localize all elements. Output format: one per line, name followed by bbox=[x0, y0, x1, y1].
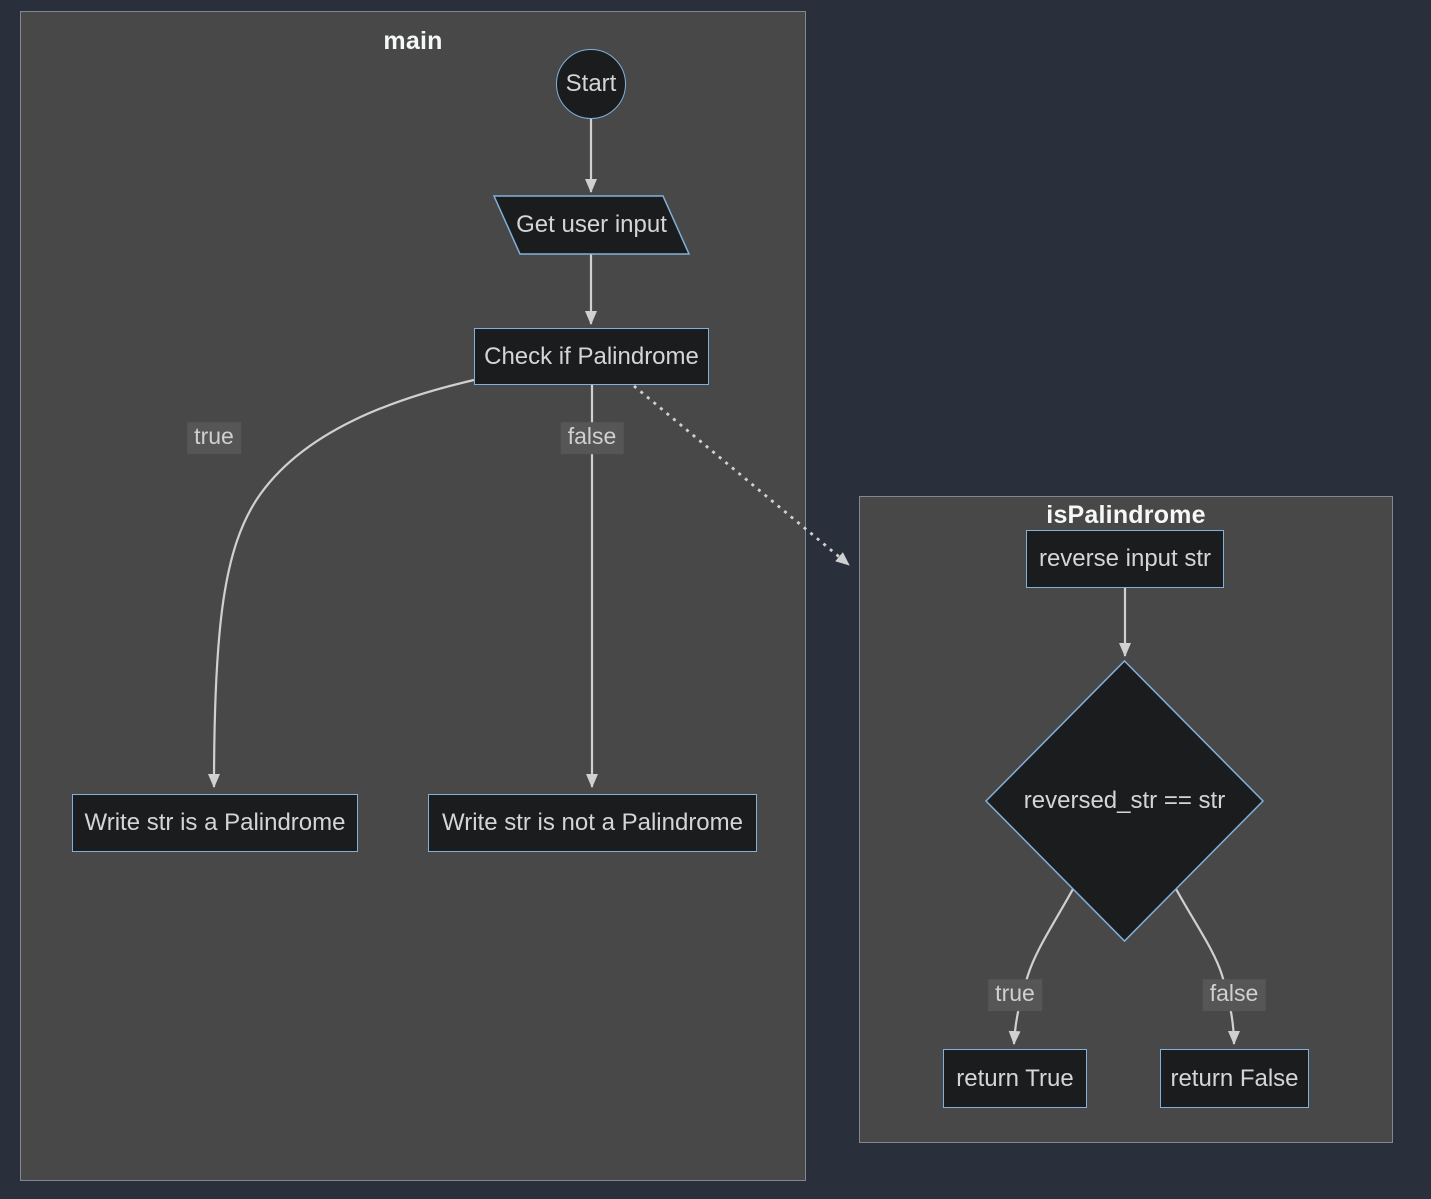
node-check-if-palindrome: Check if Palindrome bbox=[474, 328, 709, 385]
edge-label-main-true: true bbox=[187, 422, 241, 454]
edge-label-main-false: false bbox=[560, 422, 624, 454]
node-reverse-input-str-label: reverse input str bbox=[1038, 545, 1212, 572]
cluster-main: main bbox=[20, 11, 806, 1181]
node-reverse-input-str: reverse input str bbox=[1026, 530, 1224, 588]
node-start: Start bbox=[556, 49, 626, 119]
node-write-not-palindrome: Write str is not a Palindrome bbox=[428, 794, 757, 852]
node-check-if-palindrome-label: Check if Palindrome bbox=[484, 342, 699, 370]
node-write-is-palindrome: Write str is a Palindrome bbox=[72, 794, 358, 852]
edge-label-pal-false: false bbox=[1202, 979, 1266, 1011]
node-return-false: return False bbox=[1160, 1049, 1309, 1108]
node-return-true-label: return True bbox=[956, 1064, 1074, 1092]
node-return-false-label: return False bbox=[1170, 1064, 1299, 1092]
diamond-compare-shape bbox=[984, 659, 1265, 943]
node-start-label: Start bbox=[565, 70, 617, 97]
node-return-true: return True bbox=[943, 1049, 1087, 1108]
edge-compare-true bbox=[1008, 888, 1074, 1045]
cluster-ispalindrome-title: isPalindrome bbox=[1046, 501, 1206, 529]
cluster-main-title: main bbox=[383, 27, 443, 55]
node-write-not-palindrome-label: Write str is not a Palindrome bbox=[442, 809, 743, 836]
edge-compare-false bbox=[1175, 888, 1240, 1045]
edge-label-pal-true: true bbox=[988, 979, 1042, 1011]
parallelogram-get-input-shape bbox=[492, 195, 691, 255]
edge-check-true bbox=[208, 378, 475, 788]
node-write-is-palindrome-label: Write str is a Palindrome bbox=[84, 809, 346, 836]
edge-check-to-ispalindrome-dotted bbox=[633, 384, 850, 567]
